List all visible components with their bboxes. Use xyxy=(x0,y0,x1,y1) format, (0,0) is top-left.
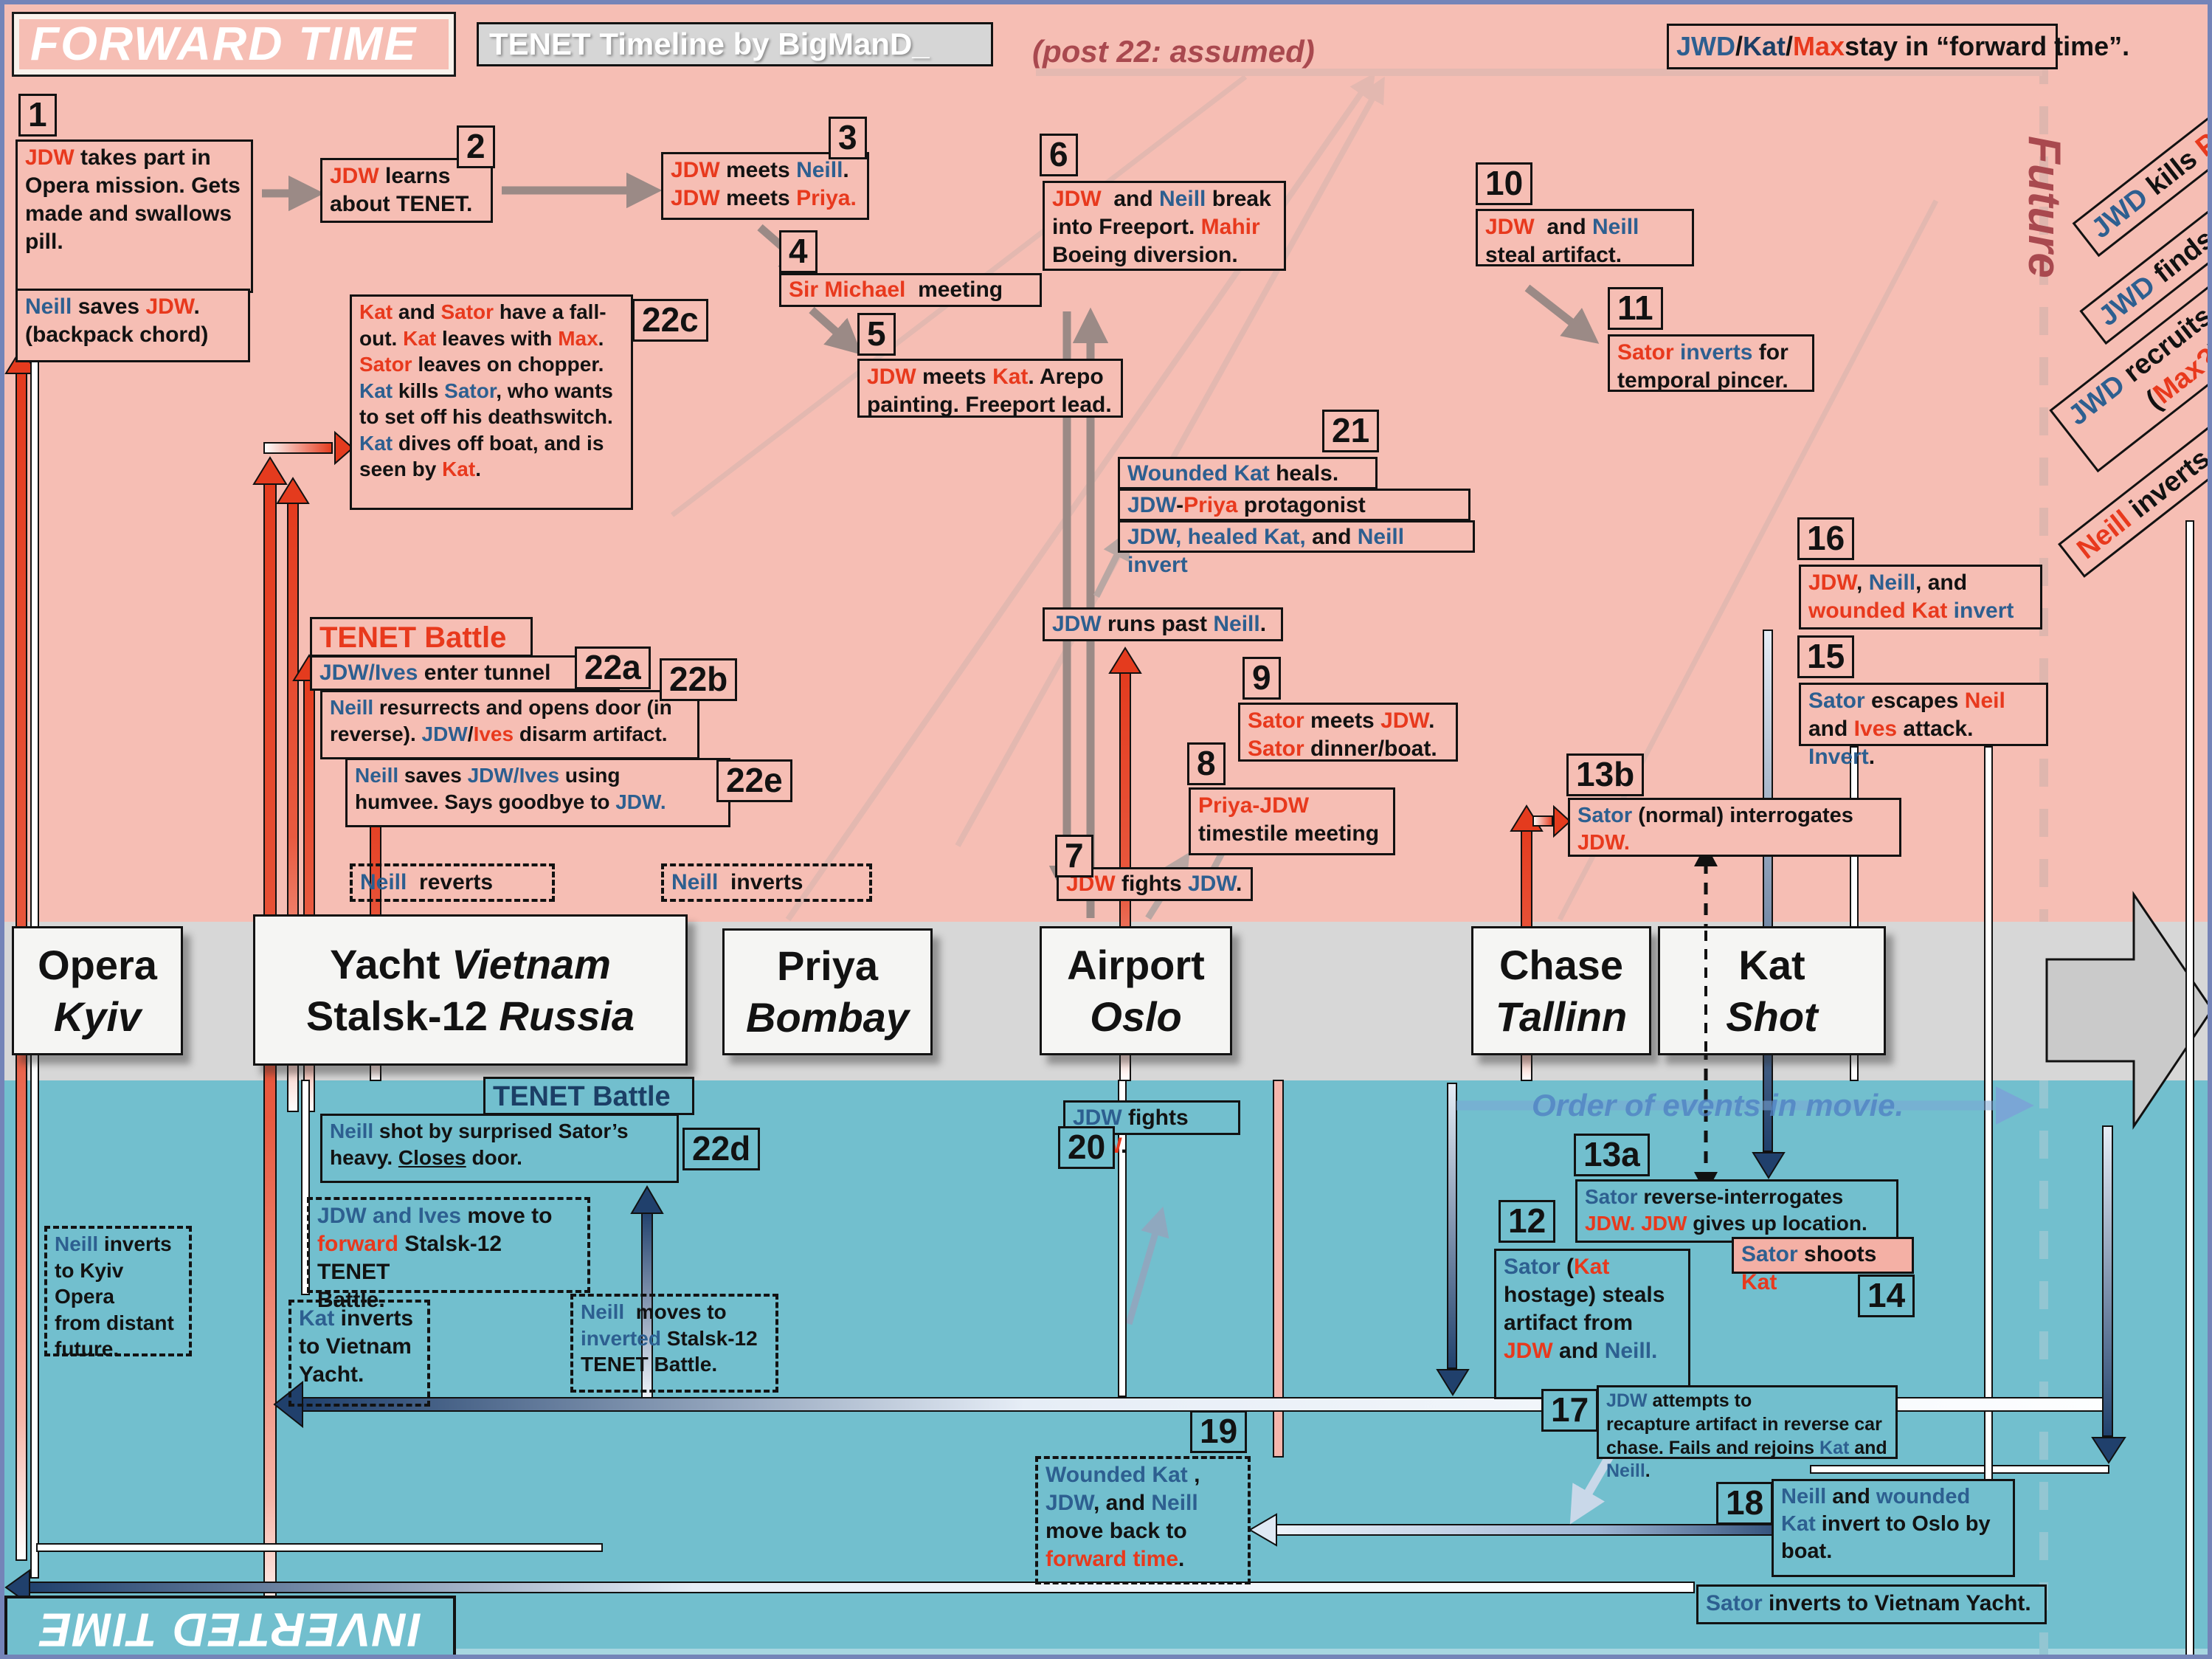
tag-22a: 22a xyxy=(575,646,651,689)
order-of-events-label: Order of events in movie. xyxy=(1532,1088,1904,1122)
event-box-6: JDW and Neill break into Freeport. Mahir… xyxy=(1043,181,1286,271)
location-place: Kyiv xyxy=(53,993,142,1040)
note-neill-inverts: Neill inverts xyxy=(661,863,872,902)
location-opera-kyiv: Opera Kyiv xyxy=(12,926,183,1055)
overlay-layer xyxy=(1704,931,1707,1052)
tag-11: 11 xyxy=(1608,287,1663,330)
location-place: Stalsk-12 Russia xyxy=(305,992,635,1039)
location-airport-oslo: Airport Oslo xyxy=(1040,926,1232,1055)
event-box-1: JDW takes part in Opera mission. Gets ma… xyxy=(15,139,253,293)
event-box-17: JDW attempts to recapture artifact in re… xyxy=(1597,1385,1898,1481)
location-kat-shot: Kat Shot xyxy=(1658,926,1886,1055)
tag-22e: 22e xyxy=(716,759,792,802)
note-neill-inverts-kyiv: Neill inverts to Kyiv Opera from distant… xyxy=(44,1226,192,1360)
event-box-4: Sir Michael meeting xyxy=(779,273,1042,307)
location-name: Opera xyxy=(38,941,157,988)
event-box-15: Sator escapes Neil and Ives attack. Inve… xyxy=(1799,683,2048,769)
timeline-credit: TENET Timeline by BigManD_ xyxy=(477,22,993,66)
event-box-runs-past: JDW runs past Neill. xyxy=(1043,607,1283,641)
post22-note: (post 22: assumed) xyxy=(1032,34,1315,69)
location-place: Shot xyxy=(1726,993,1818,1040)
tag-18: 18 xyxy=(1716,1482,1774,1525)
location-name: Chase xyxy=(1499,941,1624,988)
note-neill-moves-inverted: Neill moves to inverted Stalsk-12 TENET … xyxy=(570,1294,778,1393)
tag-22b: 22b xyxy=(660,658,738,701)
location-place: Oslo xyxy=(1090,993,1182,1040)
tag-21: 21 xyxy=(1322,410,1380,452)
event-box-3: JDW meets Neill. JDW meets Priya. xyxy=(661,152,869,220)
tag-13a: 13a xyxy=(1574,1134,1650,1176)
event-box-22c: Kat and Sator have a fall- out. Kat leav… xyxy=(350,294,633,510)
tag-3: 3 xyxy=(829,117,867,159)
location-name: Priya xyxy=(777,942,878,989)
forward-time-title: FORWARD TIME xyxy=(12,12,456,77)
tag-10: 10 xyxy=(1476,162,1533,205)
event-box-22a: JDW/Ives enter tunnel xyxy=(310,655,620,691)
tag-1: 1 xyxy=(18,94,57,137)
event-box-19: Wounded Kat , JDW, and Neill move back t… xyxy=(1035,1456,1251,1584)
location-chase-tallinn: Chase Tallinn xyxy=(1471,926,1651,1055)
event-box-11: Sator inverts for temporal pincer. xyxy=(1608,334,1814,393)
tag-22d: 22d xyxy=(682,1128,761,1170)
forward-time-text: FORWARD TIME xyxy=(30,17,418,71)
event-box-21-row3: JDW, healed Kat, and Neill invert xyxy=(1118,520,1475,577)
tag-16: 16 xyxy=(1797,517,1855,560)
note-kat-inverts-yacht: Kat inverts to Vietnam Yacht. xyxy=(288,1300,430,1407)
event-box-10: JDW and Neill steal artifact. xyxy=(1476,209,1694,267)
tag-9: 9 xyxy=(1242,657,1281,700)
note-neill-reverts: Neill reverts xyxy=(350,863,555,902)
event-box-9: Sator meets JDW. Sator dinner/boat. xyxy=(1238,703,1458,762)
event-box-16: JDW, Neill, and wounded Kat invert xyxy=(1799,565,2042,630)
event-box-sator-inverts-yacht: Sator inverts to Vietnam Yacht. xyxy=(1696,1584,2047,1624)
event-box-13b: Sator (normal) interrogates JDW. xyxy=(1568,798,1901,857)
tag-17: 17 xyxy=(1541,1389,1599,1432)
tag-6: 6 xyxy=(1040,134,1078,176)
tag-15: 15 xyxy=(1797,635,1855,678)
jwd-kat-max-note: JWD/Kat/Max stay in “forward time”. xyxy=(1667,24,2129,69)
inverted-time-title: INVERTED TIME xyxy=(4,1596,456,1655)
tag-14: 14 xyxy=(1858,1275,1915,1317)
event-box-22d: Neill shot by surprised Sator’s heavy. C… xyxy=(320,1114,679,1183)
location-name: Airport xyxy=(1067,941,1205,988)
event-box-13a: Sator reverse-interrogates JDW. JDW give… xyxy=(1575,1179,1898,1243)
tag-13b: 13b xyxy=(1566,753,1645,796)
event-box-18: Neill and wounded Kat invert to Oslo by … xyxy=(1772,1479,2015,1577)
tag-19: 19 xyxy=(1190,1410,1248,1453)
event-box-5: JDW meets Kat. Arepo painting. Freeport … xyxy=(857,359,1123,418)
tag-12: 12 xyxy=(1499,1200,1556,1243)
location-name: Kat xyxy=(1738,941,1805,988)
location-priya-bombay: Priya Bombay xyxy=(722,928,933,1055)
location-yacht-stalsk: Yacht Vietnam Stalsk-12 Russia xyxy=(253,914,688,1066)
event-box-2: JDW learns about TENET. xyxy=(320,158,493,223)
tag-20: 20 xyxy=(1058,1126,1116,1169)
tag-22c: 22c xyxy=(632,299,708,342)
location-name: Yacht Vietnam xyxy=(330,940,611,987)
location-place: Tallinn xyxy=(1495,993,1628,1040)
timeline-direction-arrow xyxy=(2045,891,2208,1130)
location-place: Bombay xyxy=(746,994,909,1041)
timeline-credit-text: TENET Timeline by BigManD_ xyxy=(489,27,930,62)
tag-8: 8 xyxy=(1187,742,1226,785)
event-box-22e: Neill saves JDW/Ives using humvee. Says … xyxy=(345,758,730,827)
event-box-sator-shoots-kat: Sator shoots Kat xyxy=(1732,1237,1914,1294)
event-box-21-row1: Wounded Kat heals. xyxy=(1118,457,1378,489)
event-box-neill-saves: Neill saves JDW. (backpack chord) xyxy=(15,289,250,362)
tag-2: 2 xyxy=(457,125,495,168)
